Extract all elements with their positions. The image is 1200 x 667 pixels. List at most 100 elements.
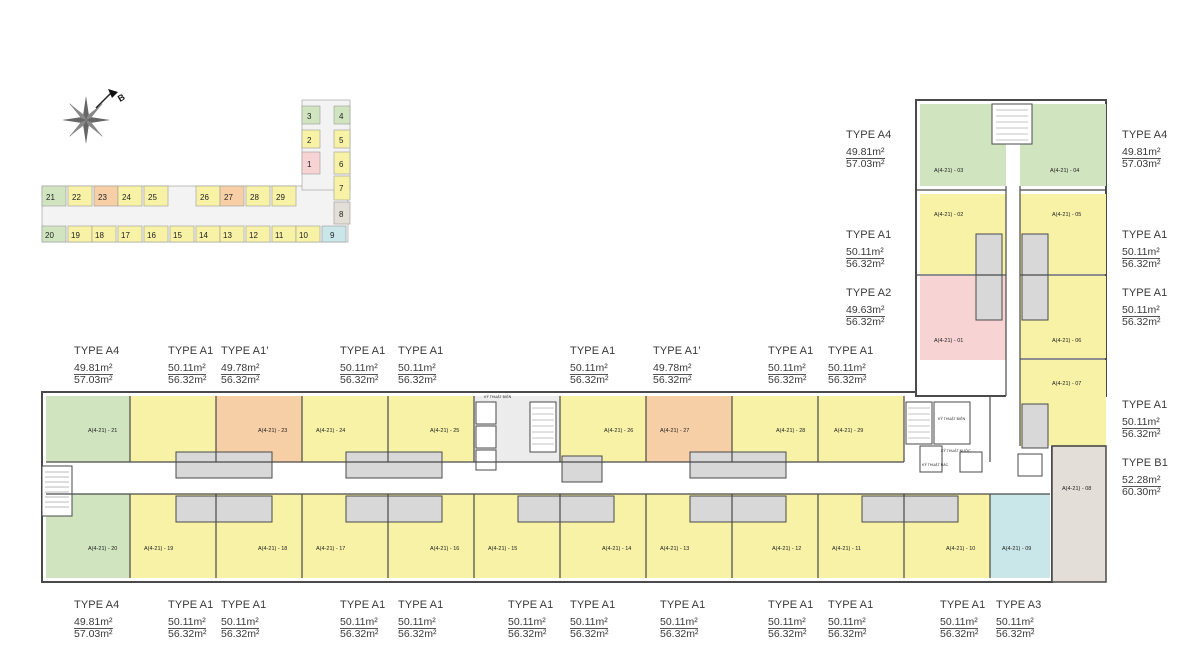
tech-water-label: KỸ THUẬT NƯỚC xyxy=(941,448,971,453)
key-map-cell-29 xyxy=(271,185,297,207)
unit-24 xyxy=(302,396,388,462)
key-map-number-11: 11 xyxy=(275,231,284,240)
key-map-cell-28 xyxy=(245,185,271,207)
key-map-cell-18 xyxy=(91,225,117,243)
unit-26 xyxy=(560,396,646,462)
key-map-number-29: 29 xyxy=(276,193,285,202)
key-map-number-15: 15 xyxy=(173,231,182,240)
key-map-number-24: 24 xyxy=(122,193,131,202)
unit-code-04: A(4-21) - 04 xyxy=(1050,168,1079,174)
compass-rose-icon: B xyxy=(62,89,127,144)
key-map-number-9: 9 xyxy=(330,231,335,240)
unit-21 xyxy=(46,396,130,462)
unit-code-21: A(4-21) - 21 xyxy=(88,428,117,434)
key-map-number-4: 4 xyxy=(339,112,344,121)
unit-code-05: A(4-21) - 05 xyxy=(1052,212,1081,218)
key-map-cell-15 xyxy=(169,225,195,243)
unit-code-10: A(4-21) - 10 xyxy=(946,546,975,552)
unit-code-06: A(4-21) - 06 xyxy=(1052,338,1081,344)
tech-room-label: KỸ THUẬT ĐIỆN xyxy=(484,394,512,399)
key-map-cell-5 xyxy=(333,129,351,149)
key-map-cell-4 xyxy=(333,105,351,125)
key-map-cell-13 xyxy=(219,225,245,243)
unit-code-12: A(4-21) - 12 xyxy=(772,546,801,552)
unit-code-23: A(4-21) - 23 xyxy=(258,428,287,434)
key-map-cell-21 xyxy=(41,185,67,207)
unit-28 xyxy=(732,396,818,462)
key-map-cell-22 xyxy=(67,185,93,207)
unit-codes: A(4-21) - 01 A(4-21) - 02 A(4-21) - 03 A… xyxy=(88,168,1091,552)
unit-code-25: A(4-21) - 25 xyxy=(430,428,459,434)
key-map-cell-9 xyxy=(321,225,347,243)
key-map-number-17: 17 xyxy=(121,231,130,240)
unit-23 xyxy=(216,396,302,462)
vertical-wing xyxy=(915,99,1107,583)
unit-code-11: A(4-21) - 11 xyxy=(832,546,861,552)
key-map-cell-24 xyxy=(117,185,143,207)
key-map-cell-25 xyxy=(143,185,169,207)
unit-code-18: A(4-21) - 18 xyxy=(258,546,287,552)
key-map-number-5: 5 xyxy=(339,136,344,145)
key-map-number-2: 2 xyxy=(307,136,312,145)
key-map-number-3: 3 xyxy=(307,112,312,121)
unit-code-19: A(4-21) - 19 xyxy=(144,546,173,552)
unit-code-29: A(4-21) - 29 xyxy=(834,428,863,434)
tech-room-label-right: KỸ THUẬT ĐIỆN xyxy=(938,416,966,421)
refuse-label: KỸ THUẬT RÁC xyxy=(922,462,949,467)
unit-code-09: A(4-21) - 09 xyxy=(1002,546,1031,552)
key-map-cell-2 xyxy=(301,129,321,149)
unit-27 xyxy=(646,396,732,462)
unit-code-13: A(4-21) - 13 xyxy=(660,546,689,552)
key-map-cell-17 xyxy=(117,225,143,243)
unit-code-27: A(4-21) - 27 xyxy=(660,428,689,434)
unit-09 xyxy=(990,494,1050,578)
unit-code-07: A(4-21) - 07 xyxy=(1052,381,1081,387)
key-map-cell-8 xyxy=(333,201,351,225)
unit-code-01: A(4-21) - 01 xyxy=(934,338,963,344)
key-map-number-18: 18 xyxy=(95,231,104,240)
key-map-cell-16 xyxy=(143,225,169,243)
unit-code-28: A(4-21) - 28 xyxy=(776,428,805,434)
key-map-number-16: 16 xyxy=(147,231,156,240)
key-map-number-25: 25 xyxy=(148,193,157,202)
unit-code-03: A(4-21) - 03 xyxy=(934,168,963,174)
key-map-cell-3 xyxy=(301,105,321,125)
horizontal-wing: KỸ THUẬT ĐIỆN KỸ THUẬT ĐIỆN KỸ THUẬT NƯỚ… xyxy=(41,365,1053,583)
key-map-number-14: 14 xyxy=(199,231,208,240)
unit-code-24: A(4-21) - 24 xyxy=(316,428,345,434)
key-map-cell-10 xyxy=(295,225,321,243)
unit-08 xyxy=(1051,445,1107,583)
unit-code-15: A(4-21) - 15 xyxy=(488,546,517,552)
unit-29 xyxy=(818,396,904,462)
key-map-number-8: 8 xyxy=(339,210,344,219)
unit-code-14: A(4-21) - 14 xyxy=(602,546,631,552)
unit-code-02: A(4-21) - 02 xyxy=(934,212,963,218)
key-map-number-22: 22 xyxy=(72,193,81,202)
